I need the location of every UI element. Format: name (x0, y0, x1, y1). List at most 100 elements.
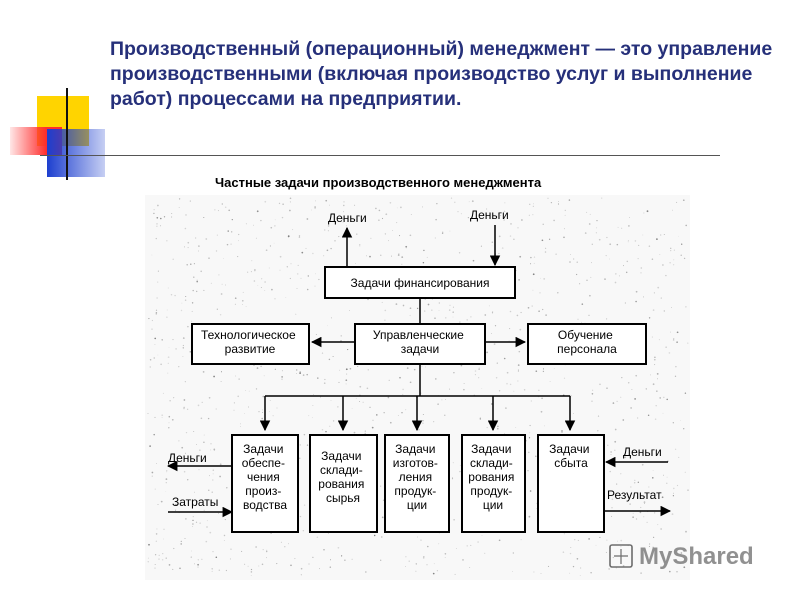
diagram-title: Частные задачи производственного менеджм… (215, 175, 542, 190)
scan-speck (620, 539, 623, 542)
scan-speck (624, 456, 627, 459)
scan-speck (533, 256, 536, 258)
scan-speck (448, 309, 451, 311)
scan-speck (474, 374, 476, 376)
scan-speck (211, 567, 214, 570)
scan-speck (591, 243, 593, 245)
scan-speck (589, 213, 591, 215)
scan-speck (663, 396, 665, 399)
scan-speck (226, 487, 228, 489)
scan-speck (292, 229, 294, 231)
scan-speck (219, 475, 221, 478)
scan-speck (165, 557, 167, 559)
scan-speck (415, 570, 417, 572)
box-training (527, 323, 647, 365)
scan-speck (345, 379, 348, 382)
scan-speck (233, 409, 235, 411)
scan-speck (579, 283, 581, 285)
scan-speck (163, 216, 166, 218)
scan-speck (503, 210, 506, 213)
scan-speck (673, 338, 675, 340)
scan-speck (672, 339, 675, 341)
scan-speck (261, 278, 263, 280)
box-tech-text: Технологическое развитие (201, 328, 299, 356)
scan-speck (339, 369, 341, 371)
scan-speck (530, 400, 532, 402)
scan-speck (168, 422, 170, 424)
scan-speck (675, 365, 677, 368)
scan-speck (588, 538, 590, 540)
scan-speck (383, 412, 385, 414)
scan-speck (611, 498, 614, 501)
scan-speck (540, 277, 541, 279)
scan-speck (620, 396, 622, 398)
scan-speck (643, 212, 645, 214)
scan-speck (643, 296, 644, 298)
scan-speck (468, 201, 470, 203)
scan-speck (187, 479, 189, 481)
scan-speck (255, 388, 258, 390)
scan-speck (545, 247, 547, 249)
scan-speck (213, 375, 215, 378)
scan-speck (149, 366, 151, 368)
scan-speck (409, 381, 412, 384)
scan-speck (183, 407, 185, 410)
scan-speck (380, 485, 382, 487)
scan-speck (295, 369, 298, 371)
scan-speck (509, 383, 512, 386)
scan-speck (529, 490, 532, 492)
scan-speck (453, 371, 455, 374)
scan-speck (175, 348, 177, 350)
scan-speck (182, 337, 185, 339)
scan-speck (238, 378, 240, 380)
box-manufacturing-text: Задачи изготов- ления продук- ции (393, 442, 441, 512)
scan-speck (658, 492, 660, 494)
scan-speck (330, 559, 332, 561)
scan-speck (634, 479, 636, 482)
scan-speck (653, 358, 656, 361)
watermark-icon-mark (614, 549, 628, 564)
scan-speck (387, 396, 390, 399)
scan-speck (196, 280, 198, 283)
scan-speck (449, 388, 451, 390)
scan-speck (596, 227, 598, 229)
scan-speck (459, 470, 461, 473)
scan-speck (175, 508, 177, 510)
scan-speck (640, 506, 642, 509)
scan-speck (155, 540, 157, 542)
scan-speck (444, 553, 447, 555)
scan-speck (535, 455, 537, 458)
scan-speck (616, 400, 618, 403)
scan-speck (493, 343, 496, 345)
scan-speck (311, 417, 313, 419)
scan-speck (262, 548, 264, 551)
scan-speck (632, 516, 634, 518)
scan-speck (484, 552, 486, 554)
scan-speck (569, 254, 571, 256)
scan-speck (161, 339, 163, 341)
diagram-svg: Частные задачи производственного менеджм… (145, 175, 754, 580)
box-sales (537, 434, 605, 533)
scan-speck (479, 418, 481, 420)
scan-speck (405, 556, 407, 558)
scan-speck (314, 285, 316, 287)
scan-speck (589, 294, 591, 297)
scan-speck (187, 247, 189, 249)
scan-speck (597, 430, 599, 432)
scan-speck (645, 388, 647, 390)
scan-speck (640, 267, 643, 269)
scan-speck (485, 214, 488, 216)
scan-speck (609, 258, 610, 260)
scan-speck (366, 387, 369, 390)
scan-speck (653, 292, 656, 294)
scan-speck (521, 219, 523, 221)
scan-speck (543, 278, 546, 280)
scan-speck (307, 275, 309, 277)
scan-speck (462, 559, 464, 561)
scan-speck (207, 417, 210, 420)
scan-speck (155, 309, 158, 311)
scan-speck (156, 223, 158, 225)
scan-speck (555, 253, 557, 255)
scan-speck (302, 529, 305, 532)
